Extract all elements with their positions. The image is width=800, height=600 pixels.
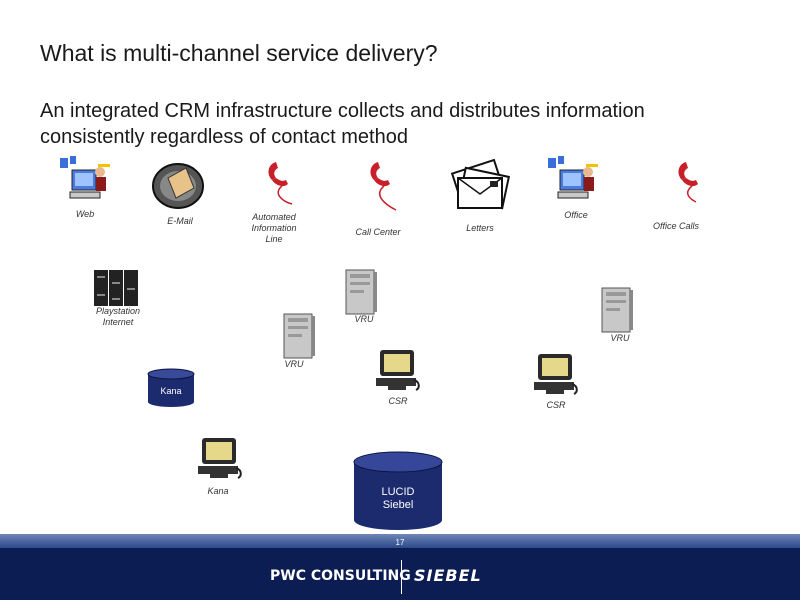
office-computer-icon bbox=[548, 156, 598, 199]
call-center-phone-icon bbox=[370, 162, 397, 211]
automated-line-label-3: Line bbox=[265, 234, 283, 244]
siebel-logo: SIEBEL bbox=[414, 566, 482, 585]
pwc-consulting-logo: PWC CONSULTING bbox=[270, 568, 411, 584]
csr-center-label: CSR bbox=[388, 396, 408, 406]
vru-center-label: VRU bbox=[354, 314, 374, 324]
playstation-label-1: Playstation bbox=[95, 306, 141, 316]
vru-right-label: VRU bbox=[610, 333, 630, 343]
csr-right-workstation-icon bbox=[534, 354, 578, 395]
letters-icon bbox=[450, 158, 511, 210]
csr-right-label: CSR bbox=[546, 400, 566, 410]
vru-center-server-icon bbox=[345, 269, 377, 315]
slide-title: What is multi-channel service delivery? bbox=[40, 40, 438, 66]
web-label: Web bbox=[75, 209, 95, 219]
vru-left-server-icon bbox=[283, 313, 315, 359]
footer-divider bbox=[401, 560, 402, 594]
lucid-label-1: LUCID bbox=[381, 486, 415, 498]
email-icon bbox=[152, 163, 204, 209]
office-label: Office bbox=[564, 210, 588, 220]
footer-strip bbox=[0, 534, 800, 548]
lucid-label-2: Siebel bbox=[382, 499, 414, 511]
kana-db-label: Kana bbox=[160, 386, 182, 396]
vru-left-label: VRU bbox=[284, 359, 304, 369]
automated-line-phone-icon bbox=[268, 162, 293, 205]
office-calls-phone-icon bbox=[678, 162, 698, 203]
vru-right-server-icon bbox=[601, 287, 633, 333]
web-computer-icon bbox=[60, 156, 110, 199]
kana-agent-label: Kana bbox=[207, 486, 229, 496]
server-rack-icon bbox=[94, 270, 138, 306]
lucid-siebel-database-icon bbox=[353, 451, 443, 530]
automated-line-label-2: Information bbox=[251, 223, 297, 233]
slide-subtitle: An integrated CRM infrastructure collect… bbox=[40, 100, 645, 148]
kana-agent-workstation-icon bbox=[198, 438, 242, 479]
office-calls-label: Office Calls bbox=[652, 221, 699, 231]
email-label: E-Mail bbox=[167, 216, 193, 226]
automated-line-label-1: Automated bbox=[252, 212, 296, 222]
csr-center-workstation-icon bbox=[376, 350, 420, 391]
letters-label: Letters bbox=[466, 223, 494, 233]
kana-database-icon bbox=[147, 368, 195, 407]
call-center-label: Call Center bbox=[355, 227, 401, 237]
footer-bar bbox=[0, 548, 800, 600]
playstation-label-2: Internet bbox=[102, 317, 134, 327]
page-number: 17 bbox=[395, 538, 405, 547]
